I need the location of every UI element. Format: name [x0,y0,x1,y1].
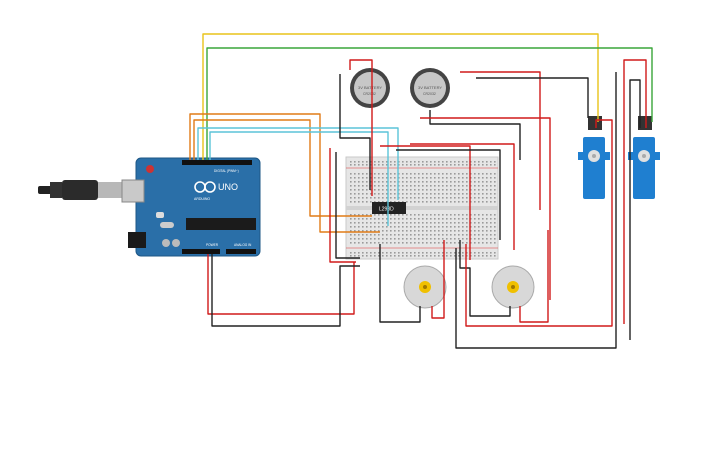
arduino-logo [194,181,216,193]
battery-1[interactable]: 3V BATTERY CR2032 [350,68,390,108]
uno-label: UNO [218,182,238,192]
wire-red-bb [329,148,356,263]
arduino-board[interactable]: UNO ARDUINO DIGITAL (PWM~) POWER ANALOG … [121,157,261,257]
chip-label: L293D [379,207,394,213]
wire-black-servo2 [629,79,641,340]
wire-black-bb [335,152,360,259]
wire-black-motor2 [459,240,511,317]
wire-red-bat2 [460,71,541,210]
wire-red-motor2 [519,230,549,323]
usb-plug-icon [38,180,124,200]
servo-2[interactable] [628,116,660,199]
dc-motor-icon [403,265,447,309]
servo-1[interactable] [578,116,610,199]
analog-label: ANALOG IN [234,243,252,247]
wire-red-motor1 [431,240,445,319]
dc-motor-1[interactable] [403,265,447,309]
coin-cell-icon [350,68,390,108]
wire-orange [189,113,380,233]
wire-cyan [197,127,399,200]
dc-motor-icon [491,265,535,309]
wire-red-bb2 [380,145,471,260]
wire-black-top [476,77,589,118]
dc-motor-2[interactable] [491,265,535,309]
wire-yellow [202,33,599,160]
power-label: POWER [206,243,219,247]
battery-2-sub: CR2032 [423,92,436,96]
wire-red-servo2 [623,59,647,324]
l293d-chip[interactable]: L293D [372,202,406,214]
wire-black-motor1 [379,244,421,323]
wire-black-bat2 [429,110,521,160]
wire-red-bat1 [349,59,373,196]
breadboard-holes [350,161,496,257]
breadboard[interactable] [345,156,499,260]
arduino-brand: ARDUINO [194,197,210,201]
wire-cyan-2 [209,131,389,226]
battery-1-sub: CR2032 [363,92,376,96]
battery-1-label: 3V BATTERY [358,85,382,90]
wire-green [206,47,653,160]
battery-2[interactable]: 3V BATTERY CR2032 [410,68,450,108]
wire-black-arduino [211,254,360,327]
servo-icon [578,116,610,199]
wire-red-servo1 [465,119,613,327]
digital-label: DIGITAL (PWM~) [214,169,239,173]
wire-red-bb4 [420,117,551,300]
battery-2-label: 3V BATTERY [418,85,442,90]
wire-black-servo [455,72,617,349]
wires [189,33,653,349]
coin-cell-icon [410,68,450,108]
wire-red-arduino [207,254,355,315]
wire-red-bb3 [410,143,515,250]
wire-black-bat1 [339,74,371,190]
wire-black-bb2 [396,149,501,240]
servo-icon [628,116,660,199]
